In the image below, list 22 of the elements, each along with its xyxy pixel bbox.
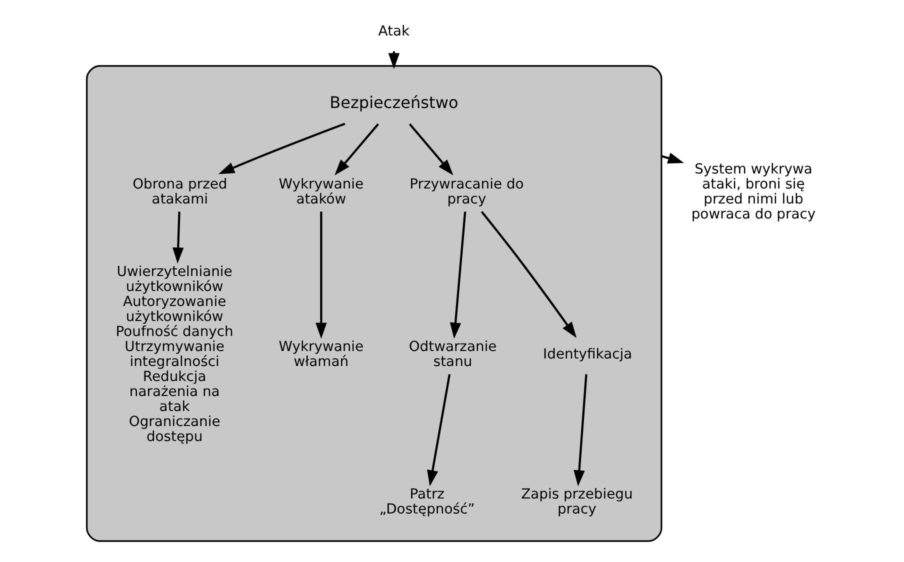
node-text: Bezpieczeństwo — [330, 93, 458, 112]
arrow — [574, 374, 588, 486]
node-text: Zapis przebiegu pracy — [521, 486, 633, 518]
node-text: Przywracanie do pracy — [410, 176, 524, 208]
arrow — [480, 211, 577, 338]
node-text: Uwierzytelnianie użytkowników Autoryzowanie użytkowników Poufność danych Utrzymywanie integralności Redukcja narażenia na atak Ograniczanie dostępu — [116, 264, 234, 445]
arrow — [334, 123, 379, 176]
arrow — [172, 212, 184, 264]
arrow — [316, 212, 327, 339]
node-text: Identyfikacja — [543, 346, 632, 362]
cluster — [86, 65, 662, 542]
node-text: Obrona przed atakami — [132, 176, 228, 208]
node-text: Wykrywanie włamań — [278, 338, 364, 370]
arrow — [218, 122, 346, 174]
node-text: Wykrywanie ataków — [278, 176, 364, 208]
node-text: System wykrywa ataki, broni się przed nimi lub powraca do pracy — [691, 161, 816, 222]
arrow — [408, 123, 454, 176]
node-text: Patrz „Dostępność” — [379, 486, 475, 518]
arrow — [450, 212, 466, 339]
arrow — [427, 374, 451, 486]
node-text: Atak — [378, 23, 410, 40]
node-text: Odtwarzanie stanu — [408, 338, 497, 370]
